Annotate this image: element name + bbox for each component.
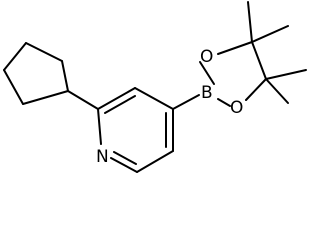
bond-cp-2 xyxy=(25,42,63,62)
molecule-svg: N B O O xyxy=(3,1,307,173)
bond-c5-c6 xyxy=(136,150,174,173)
bond-cp-3 xyxy=(3,42,27,71)
bond-b-o-upper xyxy=(199,61,215,85)
structure-diagram: N B O O xyxy=(3,1,307,173)
atom-oxygen-lower: O xyxy=(230,98,243,118)
pyridine-ring xyxy=(97,87,174,173)
bond-methyl-1 xyxy=(247,1,253,43)
bond-methyl-3 xyxy=(265,69,307,80)
bond-cp-5 xyxy=(22,90,69,105)
bond-o-lower-b xyxy=(217,98,231,107)
bond-c3-c4 xyxy=(134,87,174,110)
bond-c2-c3-inner xyxy=(104,95,136,114)
bond-c4-b xyxy=(172,94,200,110)
bond-c2-c3 xyxy=(97,87,136,110)
methyl-groups xyxy=(247,1,307,104)
bond-c-o-lower xyxy=(245,78,267,101)
bond-c6-n xyxy=(110,157,138,173)
cyclopentyl-ring xyxy=(3,42,69,105)
bond-c6-n-inner xyxy=(113,151,137,165)
bond-o-upper-c xyxy=(217,41,253,55)
bond-methyl-2 xyxy=(251,25,289,43)
bond-cp-1 xyxy=(61,60,69,92)
bond-cp-4 xyxy=(3,69,24,105)
atom-oxygen-upper: O xyxy=(200,47,213,67)
atom-boron: B xyxy=(201,83,213,103)
bond-cp-to-pyridine xyxy=(67,90,99,110)
dioxaborolane-ring xyxy=(199,41,267,107)
bond-c-c xyxy=(251,41,267,80)
atom-nitrogen: N xyxy=(96,147,109,167)
bond-methyl-4 xyxy=(265,78,289,104)
bond-n-c2 xyxy=(97,108,102,145)
